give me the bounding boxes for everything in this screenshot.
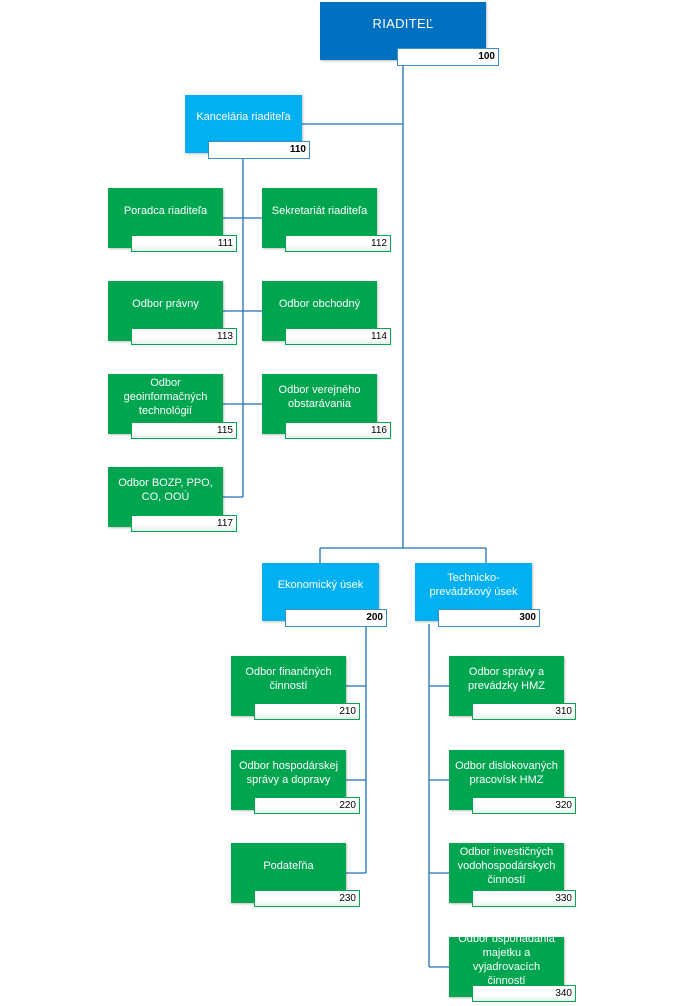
unit-box-330: Odbor investičných vodohospodárskych čin… bbox=[449, 843, 564, 903]
unit-label: Odbor dislokovaných pracovísk HMZ bbox=[455, 760, 558, 786]
unit-code-114: 114 bbox=[285, 328, 391, 345]
technical-division-box: Technicko-prevádzkový úsek bbox=[415, 563, 532, 621]
office-label: Kancelária riaditeľa bbox=[196, 111, 291, 123]
unit-code-220: 220 bbox=[254, 797, 360, 814]
unit-label: Odbor správy a prevádzky HMZ bbox=[467, 666, 546, 692]
office-code: 110 bbox=[208, 141, 310, 159]
unit-label: Odbor právny bbox=[132, 298, 199, 310]
technical-division-label: Technicko-prevádzkový úsek bbox=[429, 572, 518, 598]
unit-label: Odbor BOZP, PPO, CO, OOÚ bbox=[118, 477, 213, 503]
unit-label: Odbor verejného obstarávania bbox=[278, 384, 361, 410]
unit-box-210: Odbor finančných činností bbox=[231, 656, 346, 716]
unit-label: Odbor hospodárskej správy a dopravy bbox=[238, 760, 339, 786]
unit-code-210: 210 bbox=[254, 703, 360, 720]
unit-label: Podateľňa bbox=[263, 860, 314, 872]
unit-code-111: 111 bbox=[131, 235, 237, 252]
unit-code-340: 340 bbox=[472, 985, 576, 1002]
unit-label: Sekretariát riaditeľa bbox=[271, 205, 368, 217]
unit-code-310: 310 bbox=[472, 703, 576, 720]
director-label: RIADITEĽ bbox=[372, 16, 434, 31]
unit-code-330: 330 bbox=[472, 890, 576, 907]
unit-code-116: 116 bbox=[285, 422, 391, 439]
unit-code-230: 230 bbox=[254, 890, 360, 907]
unit-code-115: 115 bbox=[131, 422, 237, 439]
unit-label: Poradca riaditeľa bbox=[123, 205, 208, 217]
unit-code-117: 117 bbox=[131, 515, 237, 532]
technical-division-code: 300 bbox=[438, 609, 540, 627]
economic-division-code: 200 bbox=[285, 609, 387, 627]
unit-label: Odbor investičných vodohospodárskych čin… bbox=[457, 846, 556, 886]
unit-label: Odbor geoinformačných technológií bbox=[123, 377, 208, 417]
unit-code-113: 113 bbox=[131, 328, 237, 345]
unit-code-320: 320 bbox=[472, 797, 576, 814]
unit-label: Odbor usporiadania majetku a vyjadrovací… bbox=[458, 933, 555, 987]
director-code: 100 bbox=[397, 48, 499, 66]
unit-box-115: Odbor geoinformačných technológií bbox=[108, 374, 223, 434]
unit-label: Odbor finančných činností bbox=[245, 666, 332, 692]
unit-code-112: 112 bbox=[285, 235, 391, 252]
unit-label: Odbor obchodný bbox=[278, 298, 361, 310]
economic-division-label: Ekonomický úsek bbox=[277, 579, 364, 591]
